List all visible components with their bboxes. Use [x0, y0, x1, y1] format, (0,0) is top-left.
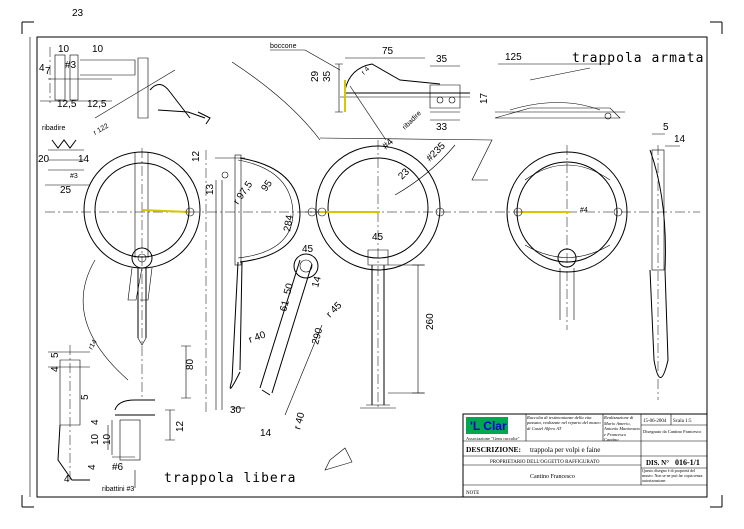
dim-35b: 35 [322, 70, 333, 82]
dim-r122: r 122 [93, 123, 110, 137]
note-label: NOTE [466, 491, 479, 496]
diagonal-handle: 45 50 14 61 r 45 290 r 40 [259, 244, 353, 471]
owner-label: PROPRIETARIO DELL'OGGETTO RAFFIGURATO [490, 460, 600, 465]
description-note-box: Raccolta di testimonianze della vita pas… [527, 415, 601, 431]
dim-diam3a: #3 [65, 60, 77, 71]
dim-10b: 10 [92, 44, 104, 55]
dim-95: 95 [259, 178, 275, 194]
spring-side-view-right: 5 14 [649, 122, 686, 400]
dim-12-5b: 12,5 [87, 99, 107, 110]
latch-detail: 5 4 10 4 10 12 #6 4 5 4 ribattini #3 [48, 345, 186, 493]
ring-view-left: r14 [82, 148, 201, 400]
dim-75: 75 [382, 46, 394, 57]
dim-14a: 14 [78, 154, 90, 165]
dim-284: 284 [282, 214, 296, 233]
dim-30: 30 [230, 405, 242, 416]
dim-5a: 5 [663, 122, 669, 133]
dim-260: 260 [425, 313, 436, 330]
label-boccone: boccone [270, 43, 297, 50]
dim-13: 13 [205, 183, 216, 195]
ring-view-center: 45 260 #4 ribadire #235 23 [315, 85, 456, 409]
crop-marks [21, 21, 723, 508]
dim-23: 23 [72, 8, 84, 19]
authors: Realizzazione di Mario Amerio, Antonio M… [604, 415, 640, 441]
dim-4: 4 [39, 63, 45, 74]
copyright-box: Questo disegno è di proprietà del museo.… [642, 469, 703, 483]
label-ribadire-center: ribadire [401, 110, 423, 132]
dim-33: 33 [436, 122, 448, 133]
dim-20: 20 [38, 154, 50, 165]
hook-detail: 23 10 10 #3 4 7 12,5 12,5 r 122 [39, 8, 211, 137]
construction-lines [231, 61, 493, 181]
scale: Scala 1:5 [673, 419, 692, 424]
owner-value: Cantino Francesco [530, 474, 575, 480]
dim-35a: 35 [436, 54, 448, 65]
dim-4f: 4 [87, 464, 98, 470]
dim-10c: 10 [90, 433, 101, 445]
dim-4d: 4 [90, 419, 101, 425]
dim-10a: 10 [58, 44, 70, 55]
dim-80: 80 [185, 358, 196, 370]
dim-r45: r 45 [324, 300, 344, 320]
dim-61: 61 [278, 299, 292, 313]
logo-box [466, 417, 508, 434]
dim-5c: 5 [80, 394, 91, 400]
dim-r14: r14 [88, 339, 99, 351]
copyright: Questo disegno è di proprietà del museo.… [642, 469, 703, 483]
dim-r40b: r 40 [292, 411, 307, 431]
dis-value: 016-1/1 [675, 458, 700, 467]
dim-r4: r 4 [360, 66, 371, 77]
dim-5b: 5 [50, 352, 61, 358]
dim-r40a: r 40 [247, 329, 267, 345]
title-block: 'L Clar Associazione "Gens raccolte" Rac… [462, 413, 708, 498]
dis-label: DIS. N° [646, 459, 669, 467]
title-free: trappola libera [164, 471, 296, 486]
dim-diam4-right: #4 [580, 207, 588, 214]
description-label: DESCRIZIONE: [466, 445, 521, 454]
authors-box: Realizzazione di Mario Amerio, Antonio M… [604, 415, 640, 441]
dim-7: 7 [45, 66, 51, 77]
bait-side-view: boccone 75 35 29 35 r 4 17 33 [270, 43, 490, 133]
dim-14-diag: 14 [310, 275, 324, 289]
label-ribattini: ribattini #3 [102, 486, 134, 493]
dim-4c: 4 [50, 366, 61, 372]
drawing-frame [36, 36, 708, 498]
dim-diam235: #235 [424, 140, 448, 164]
title-armed: trappola armata [572, 51, 704, 66]
dim-10d: 10 [102, 433, 113, 445]
dim-125: 125 [505, 52, 522, 63]
dim-12a: 12 [191, 150, 202, 162]
description-value: trappola per volpi e faine [530, 446, 600, 454]
logo-text: 'L Clar [470, 419, 507, 433]
dim-14c: 14 [674, 134, 686, 145]
dim-4e: 4 [64, 474, 70, 485]
dim-29: 29 [310, 70, 321, 82]
dim-17: 17 [479, 92, 490, 104]
dim-45a: 45 [302, 244, 314, 255]
spring-side-view: 12 13 r 97,5 95 284 80 30 r 40 14 [181, 150, 330, 439]
label-ribadire-left: ribadire [42, 125, 65, 132]
dim-45b: 45 [372, 232, 384, 243]
armed-trap-side-view: trappola armata 125 [494, 51, 704, 120]
drawn-by: Disegnato da Cantino Francesco [643, 429, 702, 434]
dim-23-center: 23 [396, 166, 412, 182]
dim-50: 50 [282, 282, 296, 296]
dim-14b: 14 [260, 428, 272, 439]
rivet-detail-left: ribadire 20 14 25 #3 [38, 125, 90, 196]
dim-12-5a: 12,5 [57, 99, 77, 110]
dim-25: 25 [60, 185, 72, 196]
date: 15-06-2004 [643, 419, 667, 424]
dim-diam3b: #3 [70, 173, 78, 180]
dim-12b: 12 [175, 420, 186, 432]
dim-diam6: #6 [112, 462, 124, 473]
description-note: Raccolta di testimonianze della vita pas… [527, 415, 601, 431]
dim-290: 290 [310, 326, 325, 345]
ring-view-right: #4 [506, 145, 628, 330]
association: Associazione "Gens raccolte" [466, 436, 520, 441]
